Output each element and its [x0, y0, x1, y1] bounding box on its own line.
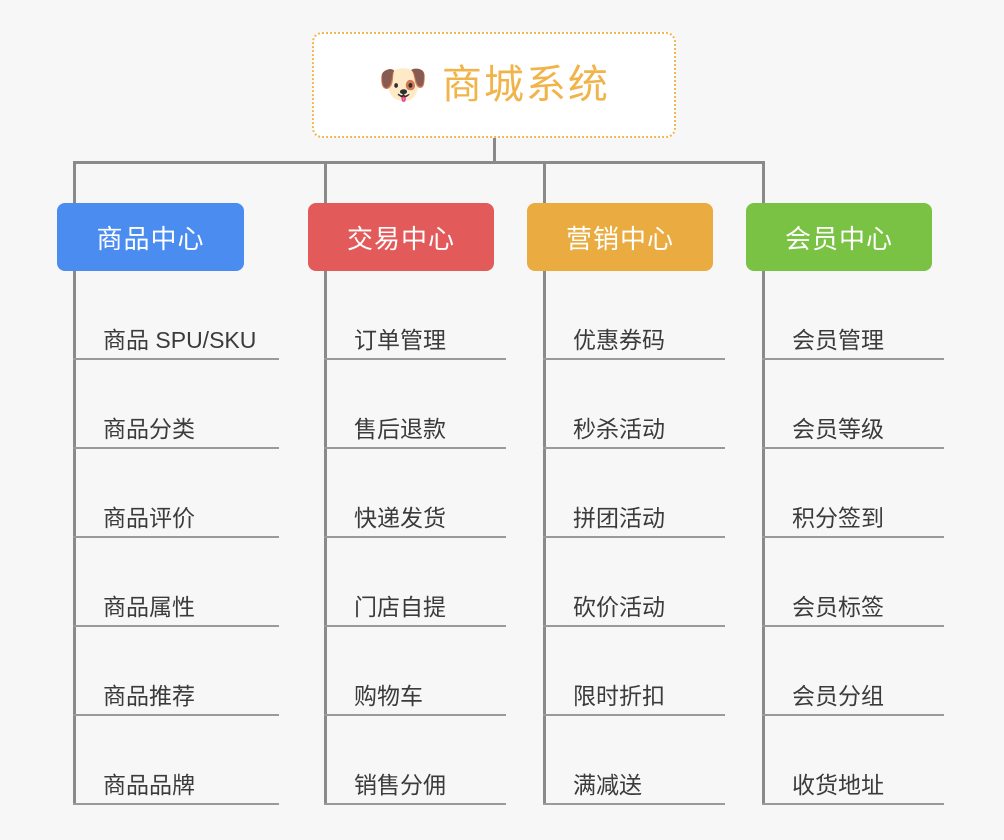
leaf-item-label: 会员分组	[792, 682, 884, 709]
category-header-trade-center[interactable]: 交易中心	[308, 203, 494, 271]
category-column-member-center: 会员中心	[746, 203, 932, 271]
leaf-item[interactable]: 售后退款	[324, 360, 506, 449]
category-column-product-center: 商品中心	[57, 203, 244, 271]
leaf-item[interactable]: 会员分组	[762, 627, 944, 716]
leaf-list-product-center: 商品 SPU/SKU 商品分类商品评价商品属性商品推荐商品品牌	[73, 271, 279, 805]
leaf-item[interactable]: 秒杀活动	[543, 360, 725, 449]
branch-spine-marketing-center	[543, 271, 546, 805]
leaf-item-label: 商品属性	[103, 593, 195, 620]
root-node-shopping-mall-system[interactable]: 🐶 商城系统	[312, 32, 676, 138]
category-header-product-center[interactable]: 商品中心	[57, 203, 244, 271]
leaf-item-label: 满减送	[573, 771, 642, 798]
leaf-item-label: 会员标签	[792, 593, 884, 620]
leaf-item-label: 商品评价	[103, 504, 195, 531]
leaf-item[interactable]: 商品分类	[73, 360, 279, 449]
leaf-item-label: 商品分类	[103, 415, 195, 442]
leaf-item-label: 门店自提	[354, 593, 446, 620]
leaf-item[interactable]: 会员管理	[762, 271, 944, 360]
leaf-item-label: 售后退款	[354, 415, 446, 442]
leaf-list-member-center: 会员管理会员等级积分签到会员标签会员分组收货地址	[762, 271, 944, 805]
leaf-item-label: 限时折扣	[573, 682, 665, 709]
connector-drop-marketing-center	[543, 161, 546, 211]
leaf-item-label: 秒杀活动	[573, 415, 665, 442]
leaf-item-label: 订单管理	[354, 326, 446, 353]
leaf-item[interactable]: 拼团活动	[543, 449, 725, 538]
leaf-item-label: 会员管理	[792, 326, 884, 353]
branch-spine-trade-center	[324, 271, 327, 805]
branch-spine-product-center	[73, 271, 76, 805]
leaf-item-label: 会员等级	[792, 415, 884, 442]
leaf-list-trade-center: 订单管理售后退款快递发货门店自提购物车销售分佣	[324, 271, 506, 805]
leaf-item[interactable]: 砍价活动	[543, 538, 725, 627]
leaf-list-marketing-center: 优惠券码秒杀活动拼团活动砍价活动限时折扣满减送	[543, 271, 725, 805]
leaf-item[interactable]: 商品品牌	[73, 716, 279, 805]
connector-drop-trade-center	[324, 161, 327, 211]
leaf-item[interactable]: 商品评价	[73, 449, 279, 538]
shiba-dog-face-icon: 🐶	[378, 63, 428, 107]
leaf-item[interactable]: 销售分佣	[324, 716, 506, 805]
leaf-item[interactable]: 收货地址	[762, 716, 944, 805]
connector-drop-member-center	[762, 161, 765, 211]
leaf-item[interactable]: 优惠券码	[543, 271, 725, 360]
leaf-item[interactable]: 积分签到	[762, 449, 944, 538]
leaf-item[interactable]: 商品推荐	[73, 627, 279, 716]
leaf-item[interactable]: 快递发货	[324, 449, 506, 538]
connector-horizontal-bus	[73, 161, 765, 164]
leaf-item[interactable]: 会员等级	[762, 360, 944, 449]
leaf-item-label: 销售分佣	[354, 771, 446, 798]
leaf-item-label: 商品品牌	[103, 771, 195, 798]
leaf-item-label: 商品推荐	[103, 682, 195, 709]
root-node-title: 商城系统	[441, 63, 610, 107]
leaf-item-label: 商品 SPU/SKU	[103, 326, 257, 353]
leaf-item[interactable]: 门店自提	[324, 538, 506, 627]
leaf-item-label: 购物车	[354, 682, 423, 709]
category-column-marketing-center: 营销中心	[527, 203, 713, 271]
category-column-trade-center: 交易中心	[308, 203, 494, 271]
branch-spine-member-center	[762, 271, 765, 805]
leaf-item-label: 拼团活动	[573, 504, 665, 531]
leaf-item[interactable]: 限时折扣	[543, 627, 725, 716]
leaf-item[interactable]: 会员标签	[762, 538, 944, 627]
leaf-item-label: 快递发货	[354, 504, 446, 531]
leaf-item[interactable]: 商品 SPU/SKU	[73, 271, 279, 360]
leaf-item[interactable]: 商品属性	[73, 538, 279, 627]
connector-root-stem	[493, 138, 496, 164]
leaf-item-label: 砍价活动	[573, 593, 665, 620]
leaf-item-label: 积分签到	[792, 504, 884, 531]
leaf-item[interactable]: 满减送	[543, 716, 725, 805]
leaf-item-label: 收货地址	[792, 771, 884, 798]
category-header-member-center[interactable]: 会员中心	[746, 203, 932, 271]
category-header-marketing-center[interactable]: 营销中心	[527, 203, 713, 271]
connector-drop-product-center	[73, 161, 76, 211]
leaf-item[interactable]: 订单管理	[324, 271, 506, 360]
leaf-item-label: 优惠券码	[573, 326, 665, 353]
leaf-item[interactable]: 购物车	[324, 627, 506, 716]
